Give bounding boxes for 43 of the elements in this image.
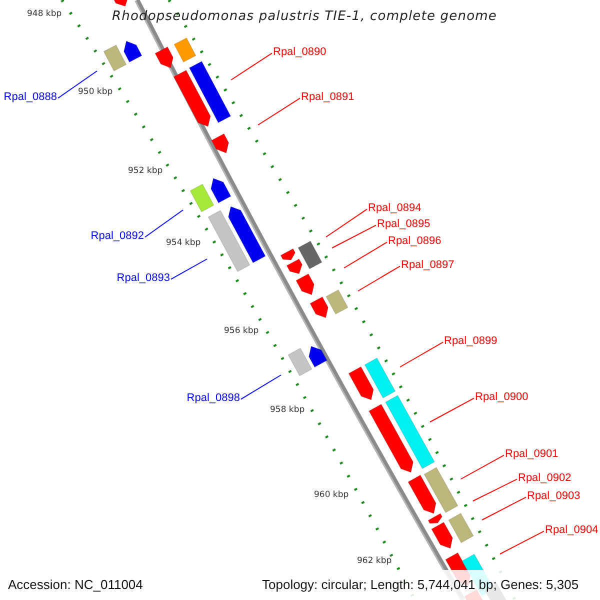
gene-label: Rpal_0902 (518, 472, 572, 485)
leader-line (430, 398, 474, 422)
leader-line (472, 478, 518, 502)
scale-label: 958 kbp (270, 405, 305, 415)
title: Rhodopseudomonas palustris TIE-1, complete genome (112, 9, 498, 25)
gene-label: Rpal_0899 (444, 335, 498, 348)
scale-label: 962 kbp (357, 556, 392, 566)
scale-label: 952 kbp (128, 166, 163, 176)
gene-label: Rpal_0892 (90, 230, 144, 243)
leader-line (400, 342, 444, 368)
gene-label: Rpal_0896 (388, 235, 442, 248)
leader-line (482, 496, 526, 520)
gene-label: Rpal_0904 (545, 524, 598, 537)
leader-line (326, 208, 368, 238)
gene-label: Rpal_0888 (4, 91, 57, 104)
gene-label: Rpal_0894 (368, 202, 422, 215)
leader-line (332, 224, 376, 248)
topology-text: Topology: circular; Length: 5,744,041 bp; Genes: 5,305 (262, 577, 579, 592)
accession-text: Accession: NC_011004 (8, 577, 143, 592)
leader-line (230, 52, 272, 80)
scale-label: 954 kbp (166, 238, 201, 248)
gene-label: Rpal_0897 (401, 259, 454, 272)
leader-line (170, 258, 208, 280)
gene-label: Rpal_0895 (377, 218, 430, 231)
gene-label: Rpal_0903 (527, 490, 580, 503)
scale-label: 960 kbp (314, 490, 349, 500)
leader-line (500, 530, 544, 554)
scale-label: 950 kbp (78, 87, 113, 97)
leader-line (460, 454, 504, 480)
gene-label: Rpal_0890 (273, 46, 326, 59)
leader-line (58, 70, 98, 99)
scale-label: 948 kbp (27, 9, 62, 19)
gene-label: Rpal_0898 (186, 392, 240, 405)
leader-line (344, 242, 388, 268)
leader-line (240, 374, 282, 400)
leader-line (258, 98, 300, 126)
gene-label: Rpal_0891 (301, 91, 354, 104)
gene-label: Rpal_0893 (116, 272, 170, 285)
leader-line (144, 210, 184, 238)
leader-line (358, 266, 400, 292)
gene-label: Rpal_0900 (475, 391, 528, 404)
scale-label: 956 kbp (224, 326, 259, 336)
gene-label: Rpal_0901 (505, 448, 558, 461)
